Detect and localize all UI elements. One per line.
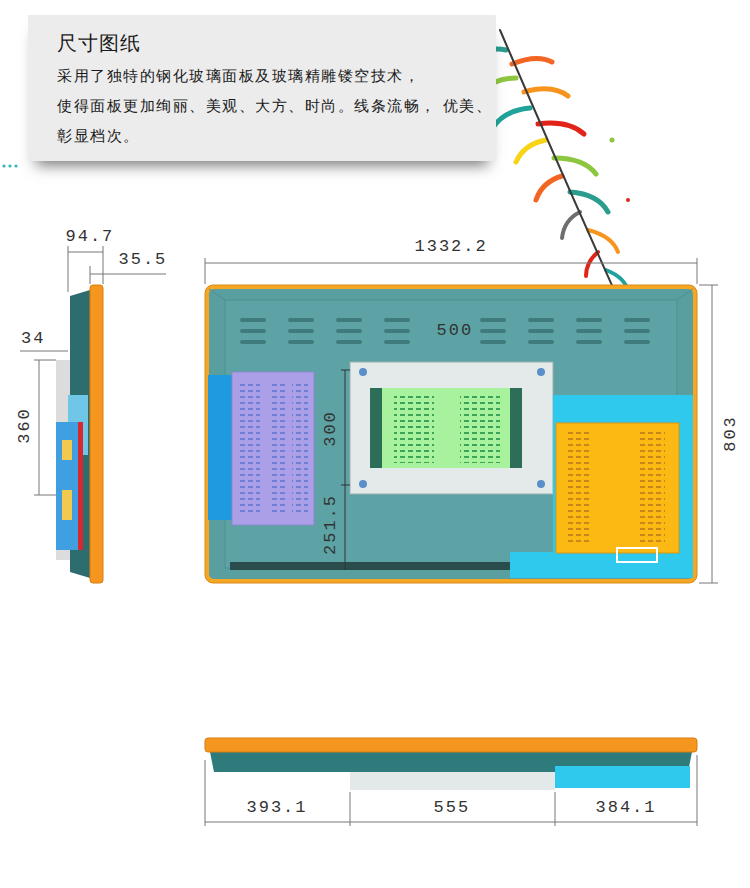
board-pins: [270, 382, 286, 516]
feather-barb: [516, 140, 546, 162]
dimension-line: [20, 351, 68, 352]
side-view: [56, 285, 103, 583]
board-pins: [460, 393, 500, 463]
dimension-line: [345, 485, 346, 570]
bevel-line: [209, 289, 225, 300]
deco-dot: [14, 164, 17, 167]
feather-barb: [494, 108, 530, 126]
board-pins: [292, 382, 308, 516]
pc-board: [556, 423, 679, 553]
bottom-view: [205, 738, 697, 790]
dimension-lines: [20, 246, 166, 495]
dimension-line: [90, 274, 166, 275]
vent-grille: [240, 318, 430, 351]
feather-barb: [512, 58, 552, 64]
extension-line: [697, 258, 698, 284]
feather-barb: [536, 176, 562, 200]
bottom-glass: [205, 738, 697, 752]
dimension-label: 34: [19, 329, 47, 348]
dimension-line: [345, 370, 346, 485]
extension-line: [555, 792, 556, 826]
bottom-cyan: [555, 766, 690, 788]
side-strip: [78, 422, 83, 550]
extension-line: [68, 246, 69, 292]
dimension-label: 360: [14, 405, 33, 446]
extension-line: [699, 285, 718, 286]
dimension-label: 803: [720, 413, 739, 454]
cyan-panel: [553, 395, 693, 555]
feather-barb: [554, 158, 596, 174]
mount-screw: [359, 480, 367, 488]
frame: [205, 285, 697, 583]
dimension-line: [39, 360, 40, 495]
power-board: [232, 372, 314, 525]
dimension-label: 94.7: [64, 227, 117, 246]
dimension-label: 384.1: [594, 798, 659, 817]
deco-dot: [8, 164, 11, 167]
dimension-label: 300: [320, 408, 339, 449]
extension-line: [205, 760, 206, 826]
dimension-label: 35.5: [117, 250, 170, 269]
dimension-line: [205, 263, 697, 264]
dimension-label: 1332.2: [413, 237, 490, 256]
mount-rail: [510, 388, 522, 468]
dimension-line: [205, 822, 697, 823]
bottom-plate: [350, 772, 555, 790]
dimension-line: [712, 285, 713, 583]
side-box: [56, 422, 80, 550]
dimension-label: 393.1: [245, 798, 310, 817]
extension-line: [350, 792, 351, 826]
mount-screw: [537, 368, 545, 376]
dimension-label: 555: [432, 798, 473, 817]
feather-barb: [524, 89, 568, 96]
bevel-line: [677, 289, 693, 300]
ink-splash: [610, 138, 615, 143]
extension-line: [205, 258, 206, 284]
dimension-label: 500: [435, 321, 476, 340]
panel-body: 采用了独特的钢化玻璃面板及玻璃精雕镂空技术， 使得面板更加绚丽、美观、大方、时尚…: [57, 61, 497, 151]
feather-barb: [562, 212, 580, 238]
board-pins: [566, 432, 591, 542]
cyan-panel: [510, 552, 693, 578]
board-pins: [640, 432, 665, 542]
mount-rail: [370, 388, 382, 468]
extension-line: [34, 495, 56, 496]
mount-screw: [359, 368, 367, 376]
extension-line: [699, 583, 718, 584]
side-detail: [62, 490, 72, 520]
ink-splash: [626, 198, 630, 202]
board-pins: [240, 382, 260, 516]
side-detail: [62, 440, 72, 460]
vent-grille: [480, 318, 672, 351]
board-pins: [394, 393, 434, 463]
rear-view: [205, 285, 697, 583]
extension-line: [90, 266, 91, 284]
back-cover: [209, 289, 693, 579]
speaker-grille: [230, 562, 510, 570]
dimension-line: [68, 252, 103, 253]
dimension-label: 251.5: [321, 491, 340, 556]
dimension-lines: [205, 258, 718, 583]
mount-plate: [350, 362, 553, 494]
handle: [617, 548, 657, 562]
deco-dot: [2, 164, 5, 167]
panel-heading: 尺寸图纸: [57, 31, 467, 55]
main-board: [382, 388, 510, 468]
extension-line: [697, 755, 698, 826]
front-glass: [90, 285, 103, 583]
header-panel: 尺寸图纸采用了独特的钢化玻璃面板及玻璃精雕镂空技术， 使得面板更加绚丽、美观、大…: [28, 15, 496, 161]
feather-barb: [586, 252, 598, 276]
extension-line: [34, 360, 56, 361]
dimension-lines: [205, 755, 697, 826]
mount-screw: [537, 480, 545, 488]
